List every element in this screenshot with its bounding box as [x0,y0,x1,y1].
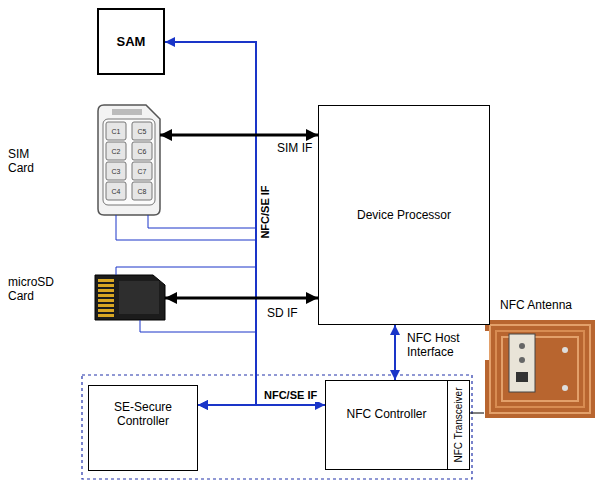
pin-name: C7 [138,168,147,175]
microsd-contact [98,304,114,307]
antenna-chip [516,372,528,382]
module-box: SAM [97,8,165,75]
connector [394,325,396,380]
microsd-contact [98,279,114,282]
microsd-contact [98,314,114,317]
pin-name: C1 [112,128,121,135]
pin-name: C8 [138,188,147,195]
bus-label: NFC/SE IF [260,185,271,238]
connector-label: SIM IF [275,141,314,155]
microsd-picture [95,275,165,320]
module-boundary [82,375,472,479]
connector [116,215,256,405]
microsd-contact [98,294,114,297]
antenna-pad [519,357,525,363]
pin-name: C3 [112,168,121,175]
antenna-picture [485,320,595,418]
antenna: NFC Antenna [484,298,598,418]
microsd-card: microSD Card [6,275,165,320]
node-label: NFC Transceiver [453,387,465,462]
connector-label: NFC Host Interface [405,331,489,360]
sim-contact [106,122,126,140]
sim-contact [132,182,152,200]
connector [160,134,318,137]
antenna-body [485,320,595,418]
sim-contact [106,162,126,180]
sim-contact [106,182,126,200]
microsd-contact [98,299,114,302]
pin-name: C5 [138,128,147,135]
node-label: SE-Secure Controller [95,400,191,429]
sim-contact [132,122,152,140]
sim-card-body [98,105,160,215]
connector [198,404,325,406]
sim-card: SIM Card [6,105,160,215]
pin-name: C6 [138,148,147,155]
microsd-body [95,275,165,320]
antenna-board [509,334,535,392]
microsd-contact [98,309,114,312]
connector [165,42,256,405]
microsd-contact [98,289,114,292]
antenna-pad [562,347,568,353]
secure-element-box: SE-Secure Controller [88,385,198,471]
antenna-coil [490,325,590,413]
node-label: NFC Antenna [500,298,596,312]
sim-contact [106,142,126,160]
node-label: SAM [117,34,146,50]
antenna-pad [562,385,568,391]
microsd-label-area [119,281,159,314]
pin-name: C4 [112,188,121,195]
antenna-pad [519,343,525,349]
antenna-coil [496,331,584,407]
sim-logo [112,109,142,115]
node-label: SIM Card [8,147,50,176]
connector-label: SD IF [265,306,300,320]
transceiver-strip: NFC Transceiver [447,381,469,469]
sim-contact [132,142,152,160]
node-label: microSD Card [8,275,72,304]
processor-box: Device Processor [318,105,490,325]
node-label: Device Processor [357,208,451,222]
node-label: NFC Controller [346,407,426,421]
sim-contact [132,162,152,180]
connector [469,413,484,414]
nfc-controller-box: NFC Controller NFC Transceiver [325,380,470,470]
sim-chip [103,119,155,205]
sim-card-picture [98,105,160,215]
pin-name: C2 [112,148,121,155]
connector-label: NFC/SE IF [262,389,319,402]
microsd-contact [98,284,114,287]
connector [165,297,318,300]
